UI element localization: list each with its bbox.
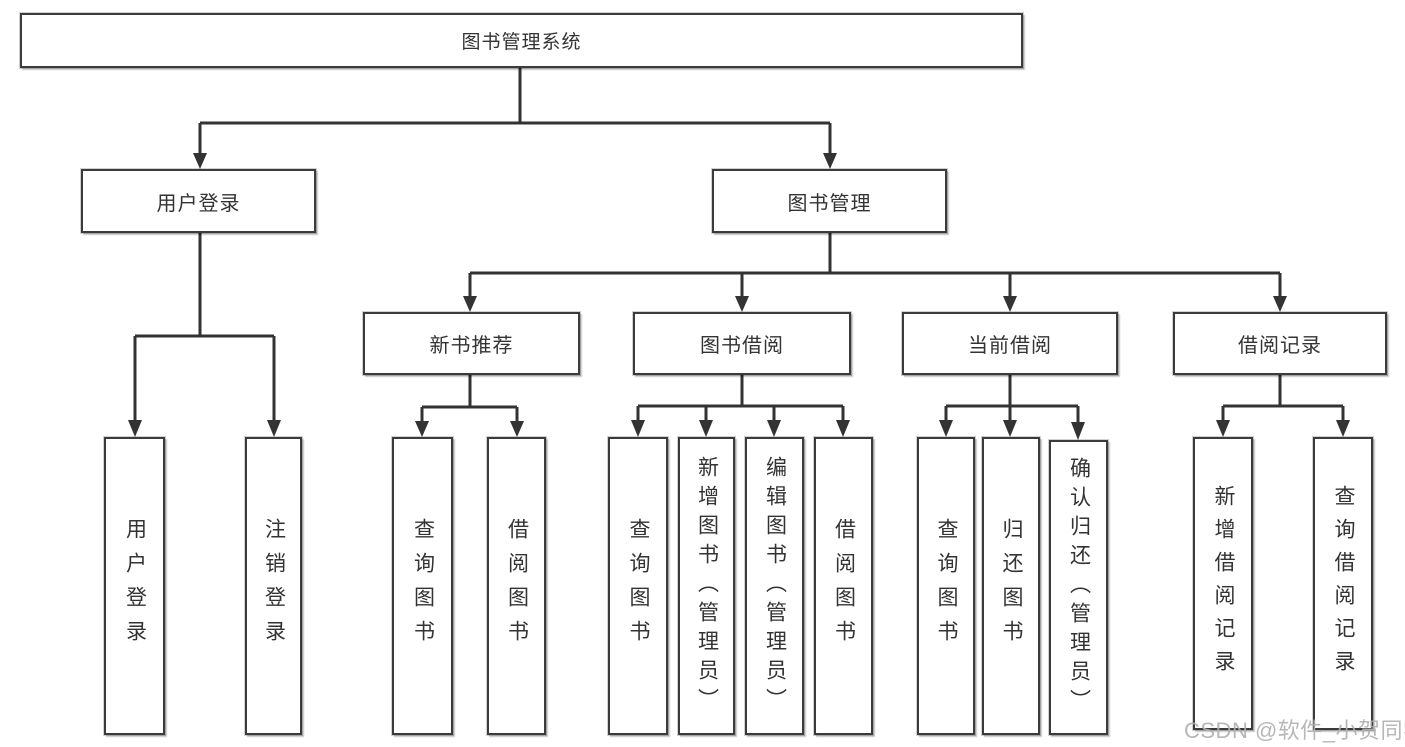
- node-user-login: 用户登录: [81, 169, 316, 233]
- leaf-edit-book-admin: 编辑图书（管理员）: [745, 437, 804, 735]
- node-borrowing-records: 借阅记录: [1173, 312, 1387, 375]
- node-book-management: 图书管理: [712, 169, 947, 233]
- leaf-return-books: 归还图书: [982, 437, 1040, 735]
- node-current-borrowing: 当前借阅: [902, 312, 1118, 375]
- leaf-recommend-borrow-books: 借阅图书: [487, 437, 546, 735]
- leaf-borrow-books: 借阅图书: [814, 437, 873, 735]
- leaf-current-query-books: 查询图书: [917, 437, 975, 735]
- leaf-query-borrow-record: 查询借阅记录: [1313, 437, 1373, 730]
- leaf-logout: 注销登录: [245, 437, 302, 735]
- leaf-add-borrow-record: 新增借阅记录: [1193, 437, 1253, 730]
- leaf-borrow-query-books: 查询图书: [608, 437, 668, 735]
- leaf-confirm-return-admin: 确认归还（管理员）: [1049, 440, 1108, 735]
- csdn-watermark: CSDN @软件_小贺同学: [1184, 718, 1405, 743]
- node-new-book-recommend: 新书推荐: [363, 312, 580, 375]
- leaf-add-book-admin: 新增图书（管理员）: [678, 437, 735, 735]
- node-library-management-system: 图书管理系统: [20, 13, 1023, 68]
- leaf-recommend-query-books: 查询图书: [392, 437, 453, 735]
- node-book-borrowing: 图书借阅: [633, 312, 851, 375]
- leaf-user-login: 用户登录: [104, 437, 165, 735]
